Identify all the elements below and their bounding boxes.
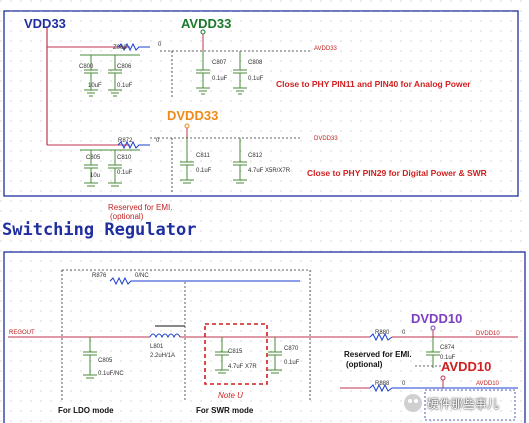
note-analog-power: Close to PHY PIN11 and PIN40 for Analog …: [276, 79, 471, 89]
bottom-frame: [3, 251, 526, 423]
c8-value: 4.7uF X5R/X7R: [248, 168, 291, 174]
c6-ref: C810: [117, 155, 132, 161]
c8-ref: C812: [248, 153, 263, 159]
resistor-top: [117, 42, 150, 52]
r876-value: 0/NC: [135, 273, 149, 279]
note-u: Note U: [218, 391, 243, 400]
c6-value: 0.1uF: [117, 170, 133, 176]
avdd10-label: AVDD10: [441, 359, 492, 374]
c2-value: 0.1uF: [117, 83, 133, 89]
c1-ref: C800: [79, 64, 94, 70]
resistor-r888: [369, 383, 518, 393]
dvdd10-label: DVDD10: [411, 311, 463, 326]
optional-bottom: (optional): [346, 360, 383, 369]
c7-ref: C811: [196, 153, 210, 159]
c3-ref: C807: [212, 60, 227, 66]
c4-ref: C808: [248, 60, 263, 66]
resistor-r880: [369, 332, 393, 342]
dvdd10-port: DVDD10: [476, 331, 500, 337]
c1-value: 10uF: [88, 83, 102, 89]
caps-bottom: [83, 337, 440, 379]
r888-ref: R888: [375, 381, 390, 387]
note-digital-power: Close to PHY PIN29 for Digital Power & S…: [307, 168, 487, 178]
c-ldo-value: 0.1uF/NC: [98, 371, 124, 377]
c-swr-ref: C815: [228, 349, 243, 355]
reserved-emi-top: Reserved for EMI.: [108, 203, 173, 212]
r-mid-value: 0: [156, 138, 160, 144]
wechat-icon: [404, 394, 422, 412]
swr-mode-label: For SWR mode: [196, 406, 254, 415]
c870-value: 0.1uF: [284, 360, 300, 366]
reserved-emi-bottom: Reserved for EMI.: [344, 350, 412, 359]
optional-top: (optional): [110, 212, 144, 221]
c-swr-value: 4.7uF X7R: [228, 364, 257, 370]
r876-ref: R876: [92, 273, 107, 279]
r-top-value: 0: [158, 42, 162, 48]
regout-label: REGOUT: [9, 330, 35, 336]
r-mid-ref: R872: [118, 138, 133, 144]
r880-ref: R880: [375, 330, 390, 336]
r888-value: 0: [402, 381, 406, 387]
avdd10-port: AVDD10: [476, 381, 499, 387]
dvdd33-port: DVDD33: [314, 136, 338, 142]
l801-ref: L801: [150, 344, 164, 350]
resistor-mid: [117, 140, 150, 150]
caps-avdd: [196, 51, 247, 95]
dvdd33-label: DVDD33: [167, 108, 219, 123]
watermark-text: 硬件那些事儿: [427, 396, 500, 411]
c4-value: 0.1uF: [248, 76, 264, 82]
c5-value: 10u: [90, 173, 101, 179]
c874-value: 0.1uF: [440, 355, 456, 361]
watermark: 硬件那些事儿: [404, 392, 524, 414]
c2-ref: C806: [117, 64, 132, 70]
inductor-l801: [149, 333, 181, 339]
c5-ref: C805: [86, 155, 101, 161]
section-title: Switching Regulator: [2, 220, 197, 240]
caps-dvdd: [80, 138, 247, 187]
vdd33-label: VDD33: [24, 16, 66, 31]
c870-ref: C870: [284, 346, 299, 352]
avdd33-label: AVDD33: [181, 16, 232, 31]
avdd33-port: AVDD33: [314, 46, 337, 52]
r880-value: 0: [402, 330, 406, 336]
c3-value: 0.1uF: [212, 76, 228, 82]
swr-cap-highlight: [204, 323, 268, 385]
c-ldo-ref: C805: [98, 358, 113, 364]
c874-ref: C874: [440, 345, 455, 351]
c7-value: 0.1uF: [196, 168, 212, 174]
caps-top: [80, 54, 140, 97]
r-top-ref: Z068: [113, 45, 127, 51]
l801-value: 2.2uH/1A: [150, 353, 176, 359]
ldo-mode-label: For LDO mode: [58, 406, 114, 415]
resistor-r876: [109, 276, 300, 286]
